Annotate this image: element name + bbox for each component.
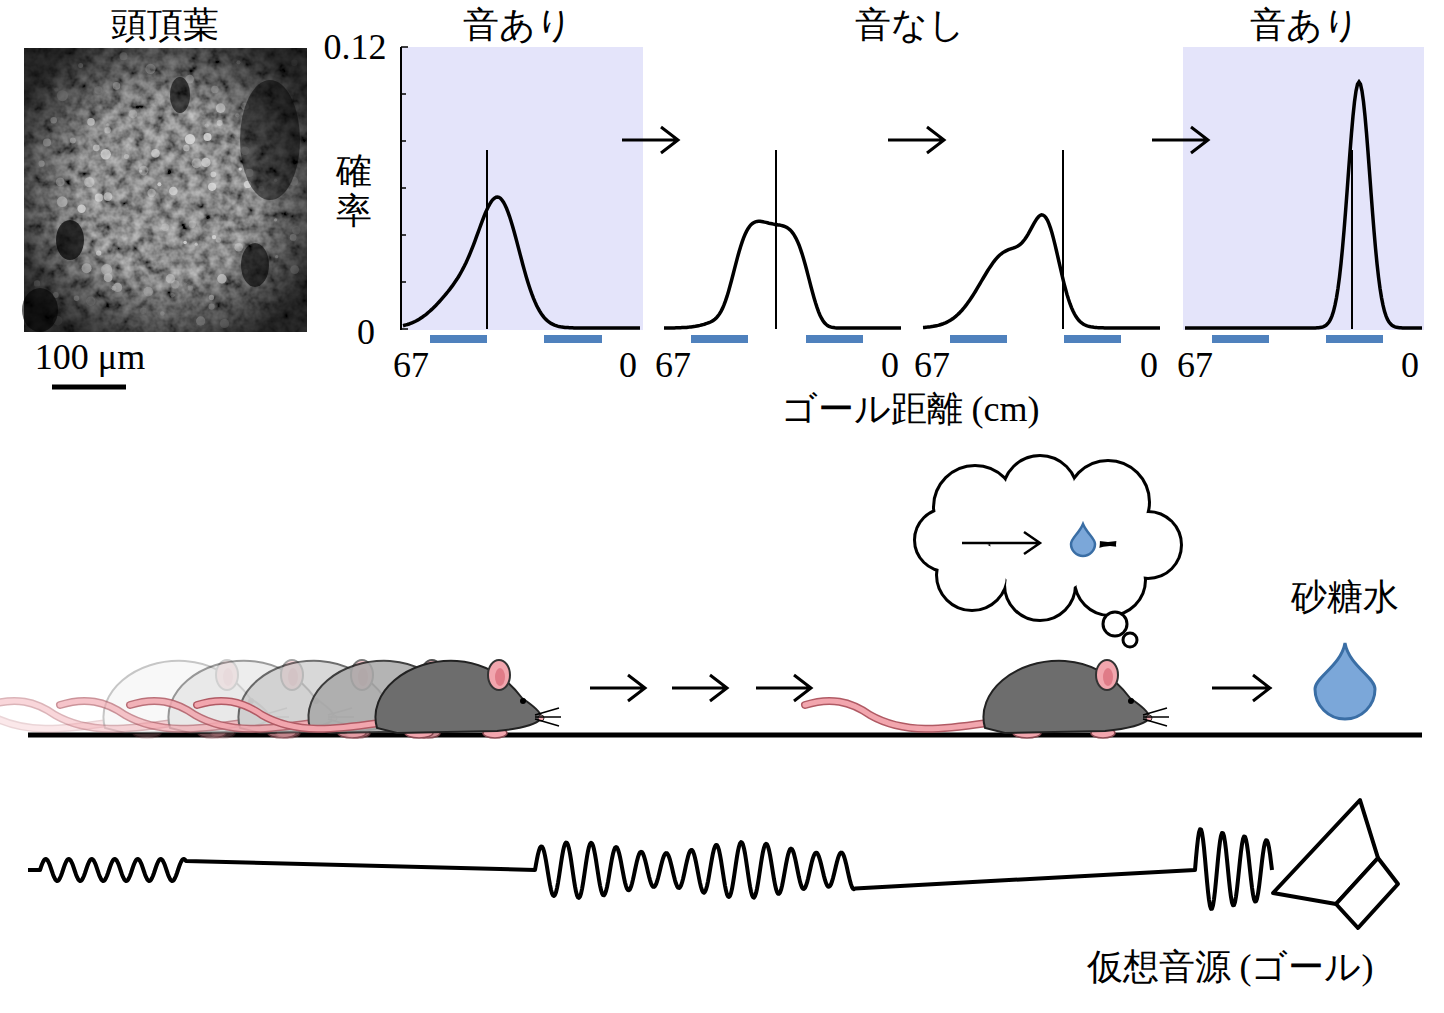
plot-panels-part-part [1326,335,1383,343]
plot-panels-part-part [950,335,1007,343]
mouse-scene-part-part [990,485,1100,595]
plot-panels-part [1183,47,1424,330]
axis-tick: 67 [1177,345,1213,386]
plot-panels-part [401,47,408,329]
plot-panels-part [775,150,777,329]
plot-panels-part [1062,150,1064,329]
axis-tick: 0 [1140,345,1158,386]
microscopy-image-part [24,48,307,332]
axis-tick: 0 [619,345,637,386]
sound-wave-part [1336,858,1398,928]
axis-title: 確率 [336,152,372,231]
sound-wave-part [28,829,1272,909]
axis-tick: 67 [914,345,950,386]
mouse-scene-part-part [916,510,976,570]
mouse-scene-part [1315,643,1375,719]
axis-tick: 67 [655,345,691,386]
plot-panels-part [1351,150,1353,329]
scale-label: 100 μm [35,337,145,378]
mouse-scene-part-part [990,485,1100,595]
axis-tick: 0 [357,312,375,353]
plot-panels-part-part [1212,335,1269,343]
microscopy-image [22,48,307,332]
condition-title: 音なし [855,5,965,46]
axis-tick: 67 [393,345,429,386]
plot-panels-part [664,221,901,328]
source-label: 仮想音源 (ゴール) [1087,947,1374,988]
mouse-scene-part-part [916,510,976,570]
mouse-scene-part [197,660,561,738]
microscopy-image-part [24,48,307,332]
plot-panels-part-part [806,335,863,343]
axis-title: ゴール距離 (cm) [781,389,1040,430]
mouse-scene-part [805,660,1169,738]
plot-panels [401,47,1424,343]
panel-heading: 頭頂葉 [111,5,219,46]
sound-wave [28,800,1398,928]
plot-panels-part [486,150,488,329]
plot-panels-part-part [430,335,487,343]
item-label: 砂糖水 [1291,577,1399,618]
mouse-scene-part [962,532,1040,554]
plot-panels-part [401,47,643,330]
mouse-scene-part [590,675,1270,701]
plot-panels-part [622,127,1208,153]
microscopy-image-part [24,48,307,332]
axis-tick: 0.12 [324,27,387,68]
plot-panels-part-part [691,335,748,343]
mouse-scene-part [1103,612,1127,636]
axis-tick: 0 [881,345,899,386]
mouse-scene-part [916,457,1180,619]
scale-bar [52,385,126,390]
plot-panels-part [430,335,1383,343]
plot-panels-part-part [1064,335,1121,343]
mouse-scene-part [28,733,1422,738]
plot-panels-part [923,215,1160,328]
condition-title: 音あり [1250,5,1360,46]
mouse-scene-part [1123,633,1137,647]
condition-title: 音あり [463,5,573,46]
plot-panels-part [403,197,640,328]
plot-panels-part-part [544,335,602,343]
mouse-scene-part [1071,524,1095,556]
mouse-scene [0,457,1422,738]
axis-tick: 0 [1401,345,1419,386]
plot-panels-part [1185,82,1422,328]
